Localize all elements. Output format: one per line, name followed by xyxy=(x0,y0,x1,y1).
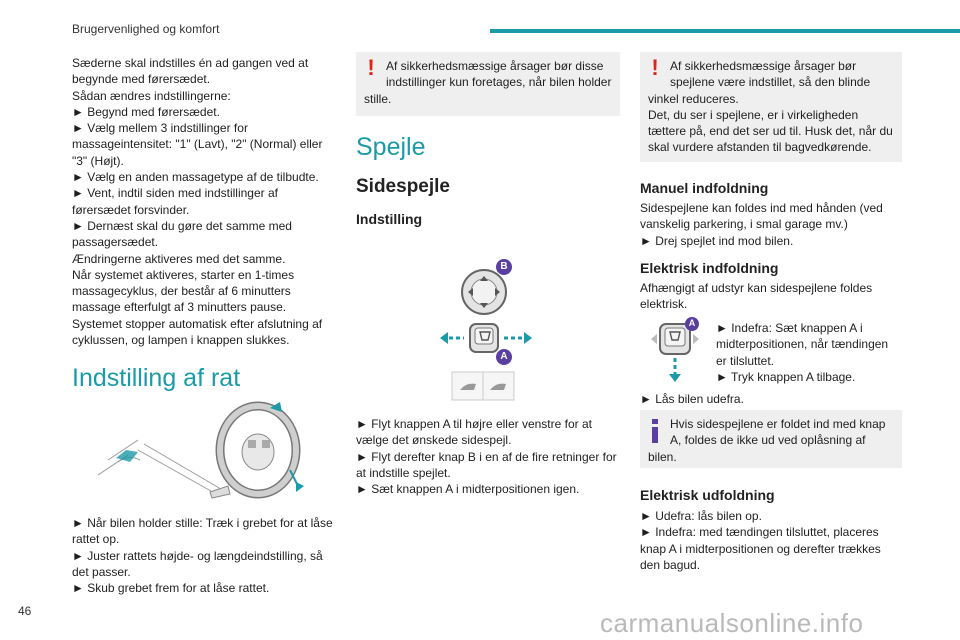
safety-warning-box: ! Af sikkerhedsmæssige årsager bør disse… xyxy=(356,52,620,116)
adjust-heading: Indstilling xyxy=(356,211,423,227)
manual-fold-text: Sidespejlene kan foldes ind med hånden (… xyxy=(640,200,902,249)
warning-exclamation-icon: ! xyxy=(367,55,375,80)
label-a: A xyxy=(688,318,696,328)
mirror-control-illustration xyxy=(440,259,532,401)
para-line: Sidespejlene kan foldes ind med hånden (… xyxy=(640,201,883,232)
page-number: 46 xyxy=(18,604,32,618)
info-icon xyxy=(652,419,658,443)
side-mirrors-heading: Sidespejle xyxy=(356,176,450,197)
header-title: Brugervenlighed og komfort xyxy=(72,22,220,36)
para-line: ► Indefra: Sæt knappen A i midterpositio… xyxy=(716,321,889,368)
para-line: ► Skub grebet frem for at låse rattet. xyxy=(72,581,270,596)
manual-fold-heading: Manuel indfoldning xyxy=(640,180,769,196)
label-b: B xyxy=(500,261,508,272)
massage-instructions: Sæderne skal indstilles én ad gangen ved… xyxy=(72,55,334,348)
para-line: ► Drej spejlet ind mod bilen. xyxy=(640,233,794,248)
para-line: ► Vælg mellem 3 indstillinger for massag… xyxy=(72,121,323,168)
steering-wheel-illustration xyxy=(98,401,304,499)
para-line: ► Udefra: lås bilen op. xyxy=(640,509,762,523)
warning-text: Af sikkerhedsmæssige årsager bør spejlen… xyxy=(648,59,871,106)
para-line: Systemet stopper automatisk efter afslut… xyxy=(72,316,323,348)
para-line: ► Juster rattets højde- og længdeindstil… xyxy=(72,548,323,579)
para-line: ► Sæt knappen A i midterpositionen igen. xyxy=(356,482,580,497)
para-line: ► Dernæst skal du gøre det samme med pas… xyxy=(72,218,292,250)
warning-text: Det, du ser i spejlene, er i virkelighed… xyxy=(648,107,893,155)
fold-button-illustration xyxy=(651,317,699,382)
para-line: ► Tryk knappen A tilbage. xyxy=(716,369,856,384)
label-a: A xyxy=(500,351,508,362)
electric-unfold-text: ► Udefra: lås bilen op. ► Indefra: med t… xyxy=(640,508,902,573)
para-line: ► Begynd med førersædet. xyxy=(72,104,220,119)
electric-unfold-heading: Elektrisk udfoldning xyxy=(640,487,775,503)
electric-fold-steps: ► Indefra: Sæt knappen A i midterpositio… xyxy=(716,320,902,385)
steering-heading: Indstilling af rat xyxy=(72,364,241,392)
mirrors-heading: Spejle xyxy=(356,133,426,161)
para-line: ► Flyt derefter knap B i en af de fire r… xyxy=(356,449,617,480)
electric-fold-heading: Elektrisk indfoldning xyxy=(640,260,779,276)
steering-instructions: ► Når bilen holder stille: Træk i grebet… xyxy=(72,515,334,596)
para-line: ► Vent, indtil siden med indstillinger a… xyxy=(72,186,278,217)
warning-text: Af sikkerhedsmæssige årsager bør disse i… xyxy=(364,59,612,106)
header-accent-bar xyxy=(490,29,960,33)
info-text: Hvis sidespejlene er foldet ind med knap… xyxy=(648,417,886,464)
para-line: Ændringerne aktiveres med det samme. xyxy=(72,251,286,266)
para-line: Når systemet aktiveres, starter en 1-tim… xyxy=(72,267,295,315)
para-line: ► Vælg en anden massagetype af de tilbud… xyxy=(72,170,319,185)
watermark: carmanualsonline.info xyxy=(600,608,864,638)
adjust-instructions: ► Flyt knappen A til højre eller venstre… xyxy=(356,416,620,497)
para-line: ► Flyt knappen A til højre eller venstre… xyxy=(356,417,592,448)
para-line: ► Når bilen holder stille: Træk i grebet… xyxy=(72,516,333,547)
electric-fold-intro: Afhængigt af udstyr kan sidespejlene fol… xyxy=(640,281,873,312)
lock-line: ► Lås bilen udefra. xyxy=(640,392,744,406)
para-line: ► Indefra: med tændingen tilsluttet, pla… xyxy=(640,525,881,572)
fold-info-box: Hvis sidespejlene er foldet ind med knap… xyxy=(640,410,902,468)
para-line: Sæderne skal indstilles én ad gangen ved… xyxy=(72,56,309,87)
warning-exclamation-icon: ! xyxy=(651,55,659,80)
mirror-warning-box: ! Af sikkerhedsmæssige årsager bør spejl… xyxy=(640,52,902,162)
para-line: Sådan ændres indstillingerne: xyxy=(72,88,231,103)
